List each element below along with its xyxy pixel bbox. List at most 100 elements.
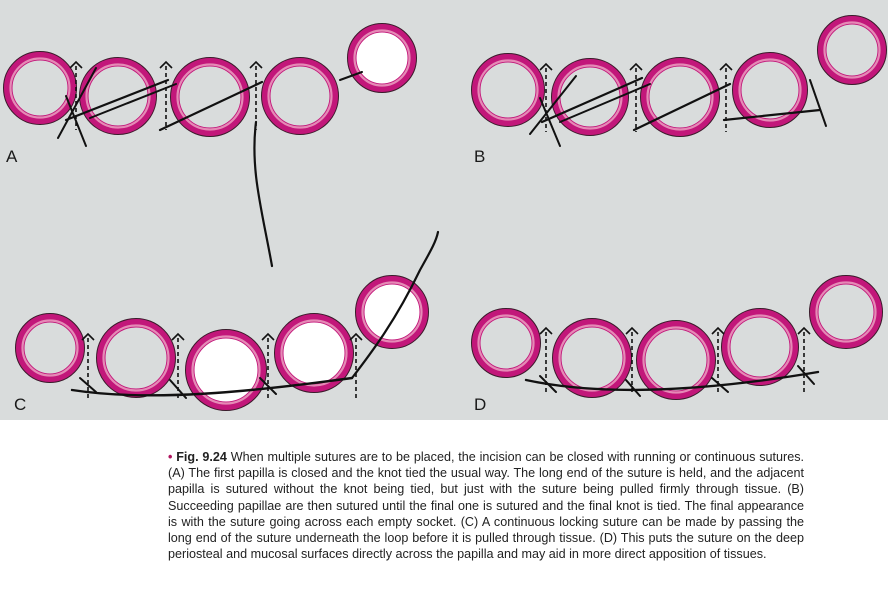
socket-gingiva-highlight [191,335,261,405]
suture-knot-top [261,332,275,341]
suture-thread [539,97,561,147]
suture-running-lower [70,376,354,397]
socket-gingiva-highlight [823,21,881,79]
suture-thread [79,377,97,393]
panel-c-illustration [15,230,440,411]
suture-knot-top [159,60,173,69]
socket-gingiva-highlight [738,58,802,122]
socket-gingiva [551,58,629,136]
socket-gingiva [15,313,85,383]
suture-thread [529,75,577,135]
caption-figure-label: Fig. 9.24 [176,450,227,464]
panel-label-b: B [474,147,485,166]
suture-long-end [253,120,274,268]
socket-outline [347,23,417,93]
socket-gingiva-highlight [9,57,71,119]
socket-gingiva-highlight [85,63,151,129]
suture-thread [57,67,97,139]
socket-gingiva [471,308,541,378]
figure-caption: • Fig. 9.24 When multiple sutures are to… [168,449,804,562]
socket-outline [471,308,541,378]
socket-gingiva [636,320,716,400]
socket-outline [552,318,632,398]
socket-gingiva-highlight [361,281,423,343]
socket-outline [15,313,85,383]
suture-knot-top [797,326,811,335]
panel-label-d: D [474,395,486,414]
socket-gingiva-highlight [477,59,539,121]
socket-gingiva [3,51,77,125]
socket-outline [640,57,720,137]
suture-thread [339,71,363,81]
socket-gingiva [261,57,339,135]
suture-knot-top [625,326,639,335]
socket-gingiva [732,52,808,128]
caption-text: When multiple sutures are to be placed, … [168,450,805,562]
socket-outline [3,51,77,125]
socket-gingiva [79,57,157,135]
socket-outline [185,329,267,411]
socket-gingiva-highlight [102,324,170,392]
socket-outline [732,52,808,128]
suture-knot-top [249,60,263,69]
socket-outline [274,313,354,393]
suture-thread [65,95,87,147]
suture-knot-top [539,326,553,335]
socket-gingiva-highlight [727,314,793,380]
suture-thread [259,377,277,395]
panel-d-illustration [471,275,883,400]
socket-gingiva [817,15,887,85]
suture-thread [158,80,264,132]
socket-gingiva [347,23,417,93]
panel-label-c: C [14,395,26,414]
socket-gingiva-highlight [21,319,79,377]
suture-knot-top [349,332,363,341]
suture-thread [711,377,729,393]
socket-outline [96,318,176,398]
socket-gingiva-highlight [353,29,411,87]
caption-bullet: • [168,450,173,464]
suture-illustration: A B C D [3,15,887,414]
suture-knot-top [711,326,725,335]
suture-knot-top [719,62,733,71]
socket-gingiva [640,57,720,137]
socket-outline [809,275,883,349]
suture-running-lower [524,370,820,392]
suture-thread [632,82,732,132]
socket-outline [261,57,339,135]
socket-gingiva-highlight [558,324,626,392]
socket-gingiva-highlight [815,281,877,343]
figure-panel: A B C D [0,0,888,420]
suture-knot-top [171,332,185,341]
socket-gingiva-highlight [642,326,710,394]
suture-thread [89,83,177,119]
socket-outline [170,57,250,137]
suture-thread [540,76,644,124]
suture-long-end [350,230,440,380]
socket-outline [721,308,799,386]
suture-thread [797,365,815,385]
suture-knot-top [81,332,95,341]
panel-b-illustration [471,15,887,147]
socket-gingiva [185,329,267,411]
suture-knot-top [539,62,553,71]
socket-gingiva-highlight [267,63,333,129]
socket-gingiva [274,313,354,393]
socket-gingiva [355,275,429,349]
socket-gingiva [552,318,632,398]
suture-knot-top [69,60,83,69]
socket-gingiva-highlight [646,63,714,131]
suture-thread [539,375,557,393]
socket-gingiva [471,53,545,127]
socket-outline [636,320,716,400]
socket-outline [355,275,429,349]
socket-gingiva-highlight [280,319,348,387]
panel-a-illustration [3,23,417,268]
suture-thread [809,79,827,127]
suture-thread [722,108,822,122]
socket-gingiva [96,318,176,398]
suture-thread [64,78,170,122]
socket-gingiva [809,275,883,349]
socket-outline [817,15,887,85]
socket-gingiva-highlight [176,63,244,131]
